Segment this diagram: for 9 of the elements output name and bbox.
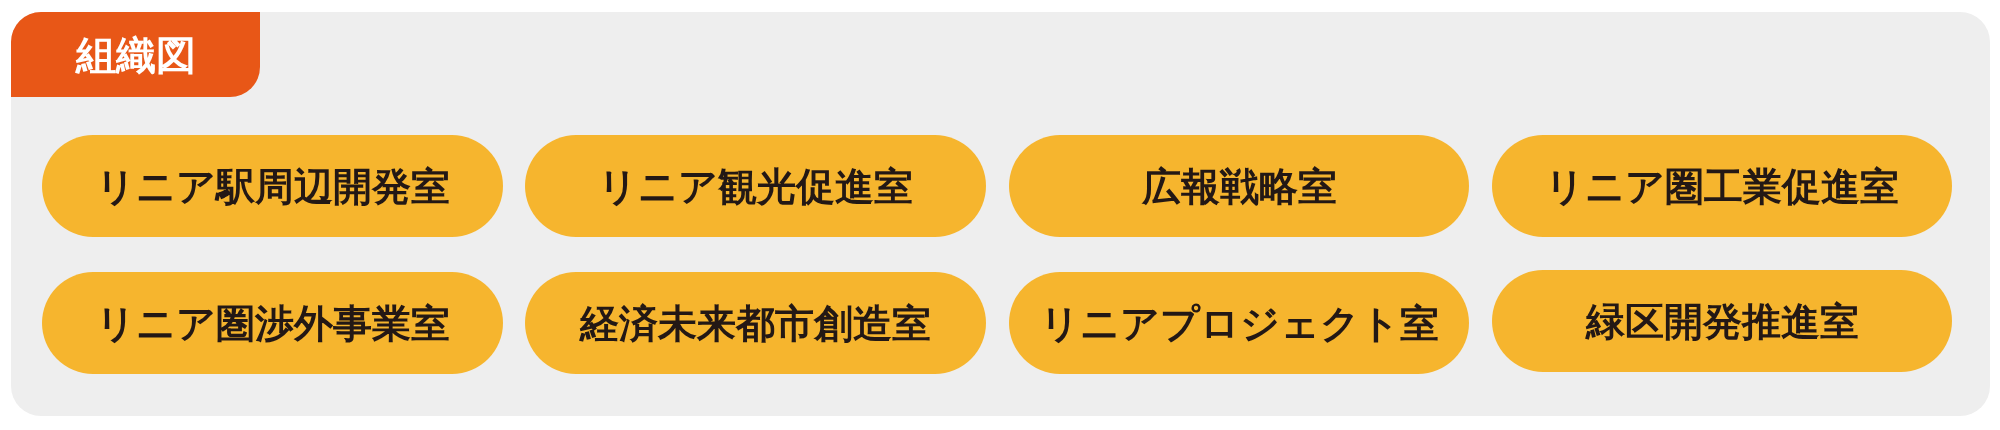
department-name: 広報戦略室 (1141, 166, 1337, 206)
department-name: リニアプロジェクト室 (1039, 303, 1439, 343)
department-name: リニア圏工業促進室 (1545, 166, 1899, 206)
department-name: リニア駅周辺開発室 (95, 166, 450, 206)
department-name: リニア観光促進室 (598, 166, 913, 206)
department-name: 経済未来都市創造室 (580, 303, 931, 343)
department-name: 緑区開発推進室 (1585, 301, 1859, 341)
department-name: リニア圏渉外事業室 (95, 303, 450, 343)
diagram-title: 組織図 (75, 34, 196, 75)
